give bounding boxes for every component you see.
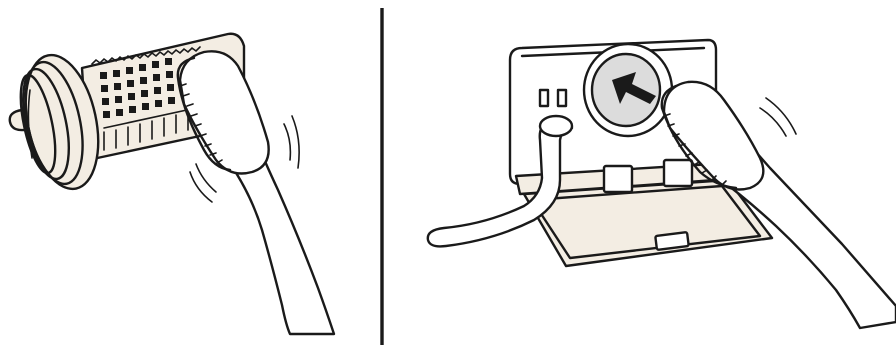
hinge-block [604,166,632,192]
motion-line [292,116,299,168]
drain-slot [558,90,566,106]
flap-latch [655,232,688,250]
motion-line [190,172,212,202]
right-panel [428,40,896,328]
motion-line [284,124,290,160]
left-panel [10,34,334,334]
hose-end [540,116,572,136]
toothbrush-icon [178,51,334,334]
drain-slot [540,90,548,106]
hinge-block [664,160,692,186]
motion-line [196,164,216,192]
service-flap [524,180,772,266]
toothbrush-head [180,51,269,173]
